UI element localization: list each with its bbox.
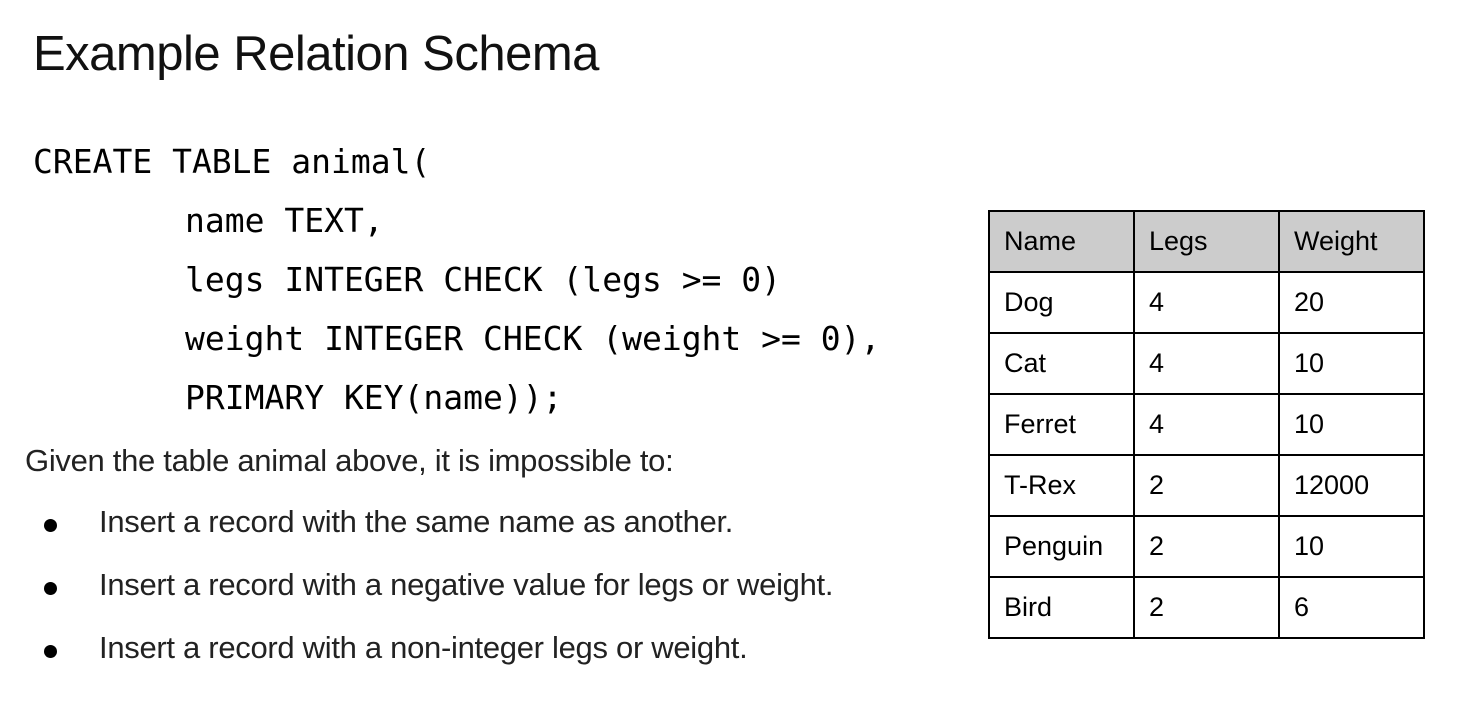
table-cell: 10 (1278, 393, 1425, 456)
bullet-icon (44, 645, 57, 658)
table-cell: 4 (1133, 393, 1280, 456)
table-cell: Bird (988, 576, 1135, 639)
bullet-text: Insert a record with a non-integer legs … (99, 630, 748, 665)
code-line: CREATE TABLE animal( (33, 142, 431, 181)
column-header-legs: Legs (1133, 210, 1280, 273)
code-line: weight INTEGER CHECK (weight >= 0), (185, 319, 881, 358)
table-cell: 4 (1133, 271, 1280, 334)
sql-code-block: CREATE TABLE animal( name TEXT, legs INTEG… (33, 132, 880, 427)
table-cell: 2 (1133, 576, 1280, 639)
bullet-icon (44, 519, 57, 532)
intro-text: Given the table animal above, it is impo… (25, 443, 674, 478)
table-cell: 10 (1278, 515, 1425, 578)
column-header-weight: Weight (1278, 210, 1425, 273)
table-header-row: Name Legs Weight (988, 210, 1425, 273)
table-row: Dog 4 20 (988, 271, 1425, 334)
table-row: Cat 4 10 (988, 332, 1425, 395)
table-cell: Cat (988, 332, 1135, 395)
table-cell: 12000 (1278, 454, 1425, 517)
code-line: legs INTEGER CHECK (legs >= 0) (185, 260, 782, 299)
table-row: Bird 2 6 (988, 576, 1425, 639)
table-cell: 20 (1278, 271, 1425, 334)
table-cell: 2 (1133, 454, 1280, 517)
table-row: Ferret 4 10 (988, 393, 1425, 456)
bullet-text: Insert a record with a negative value fo… (99, 567, 834, 602)
code-line: PRIMARY KEY(name)); (185, 378, 563, 417)
table-cell: Penguin (988, 515, 1135, 578)
table-cell: 6 (1278, 576, 1425, 639)
table-row: Penguin 2 10 (988, 515, 1425, 578)
column-header-name: Name (988, 210, 1135, 273)
table-cell: 10 (1278, 332, 1425, 395)
table-row: T-Rex 2 12000 (988, 454, 1425, 517)
code-line: name TEXT, (185, 201, 384, 240)
table-cell: 4 (1133, 332, 1280, 395)
table-cell: T-Rex (988, 454, 1135, 517)
table-cell: 2 (1133, 515, 1280, 578)
bullet-icon (44, 582, 57, 595)
animal-table: Name Legs Weight Dog 4 20 Cat 4 10 Ferre… (988, 210, 1425, 639)
table-cell: Ferret (988, 393, 1135, 456)
table-cell: Dog (988, 271, 1135, 334)
bullet-text: Insert a record with the same name as an… (99, 504, 734, 539)
page-title: Example Relation Schema (33, 27, 599, 81)
